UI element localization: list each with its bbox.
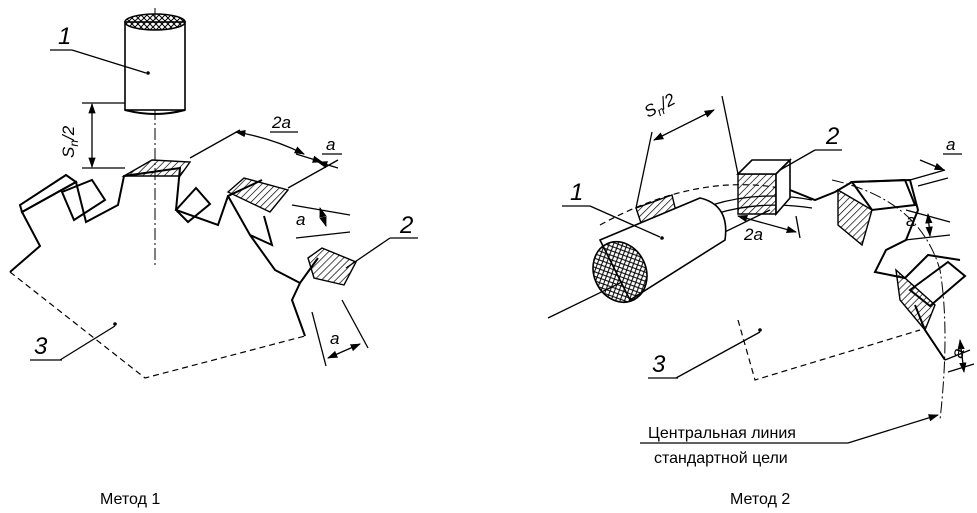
method1-caption: Метод 1: [100, 491, 160, 508]
method1-label-probe: 1: [58, 23, 71, 50]
method1-2a-dimension: [234, 129, 305, 155]
method2-2a-dimension: [736, 214, 798, 234]
method1-toothed-body: [9, 166, 319, 337]
method1-dim-a-mid: a: [296, 210, 305, 229]
method1-target-upper-right: [226, 177, 290, 213]
method1-dim-2a: 2a: [271, 113, 291, 132]
method2-target-cube: [736, 158, 792, 217]
method1-target-top: [121, 159, 192, 177]
method2-dim-2a: 2a: [743, 225, 763, 244]
svg-text:Sn/2: Sn/2: [641, 89, 680, 124]
method2-dim-a-mid: a: [906, 211, 915, 230]
method2-label-body: 3: [652, 351, 666, 378]
method2-label-probe: 1: [570, 179, 583, 206]
method1-dim-a-top: a: [326, 135, 335, 154]
method1-label-body: 3: [34, 333, 48, 360]
method2-toothed-body: [789, 178, 961, 361]
svg-text:Sn/2: Sn/2: [59, 125, 81, 158]
method1-dim-a-bottom: a: [330, 329, 339, 348]
method2-probe-cylinder: [592, 197, 727, 303]
method1-figure: 1 Sn/2 2a a a 2 a: [9, 8, 418, 508]
method2-dim-a-top: a: [946, 135, 955, 154]
method1-label-target: 2: [399, 212, 413, 239]
method2-centerline-arc: [831, 179, 946, 421]
method2-figure: Sn/2 2 2a a a a 1 3: [547, 89, 975, 508]
method2-label-target: 2: [825, 123, 839, 150]
method1-target: [307, 247, 357, 286]
method2-sn-label: Sn/2: [641, 89, 680, 124]
method2-hatched-tooth-upper: [837, 188, 873, 247]
method2-caption: Метод 2: [730, 491, 790, 508]
method2-dim-a-side: a: [948, 347, 969, 360]
method1-sn-label: Sn/2: [59, 125, 81, 158]
method2-hatched-tooth-lower: [895, 268, 936, 332]
method2-sn-dimension: [653, 109, 715, 141]
method1-body-outline: [9, 271, 306, 379]
method2-centerline-note-line1: Центральная линия: [648, 425, 796, 442]
method1-probe-cylinder: [124, 13, 186, 115]
method2-body-outline: [737, 319, 921, 381]
method2-centerline-note-line2: стандартной цели: [654, 450, 788, 467]
